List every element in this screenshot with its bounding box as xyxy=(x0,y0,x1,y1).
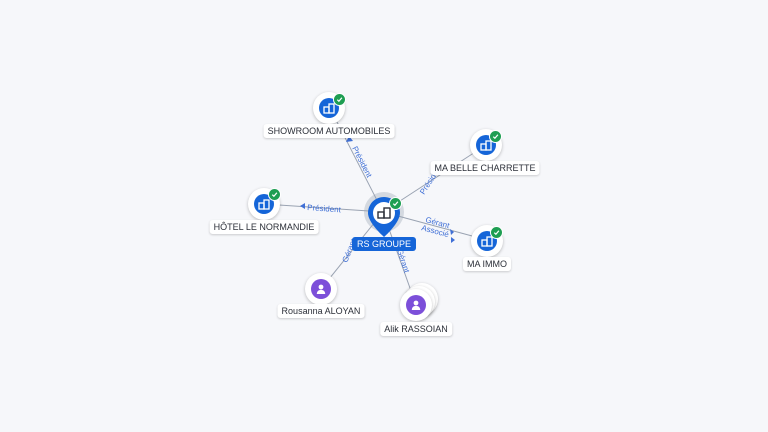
building-icon xyxy=(481,236,493,247)
edge-normandie xyxy=(263,203,384,213)
verified-check-icon xyxy=(489,130,502,143)
edge-immo xyxy=(382,211,488,241)
node-label[interactable]: Rousanna ALOYAN xyxy=(277,304,365,318)
verified-check-icon xyxy=(333,93,346,106)
verified-check-icon xyxy=(268,188,281,201)
edge-label-normandie: Président xyxy=(307,203,342,214)
arrow-immo-2 xyxy=(451,237,455,243)
node-label[interactable]: MA IMMO xyxy=(463,257,511,271)
building-icon xyxy=(480,140,492,151)
edge-label-alik: Gérant xyxy=(395,248,411,275)
node-label[interactable]: MA BELLE CHARRETTE xyxy=(430,161,540,175)
arrow-immo-1 xyxy=(450,229,454,235)
person-icon xyxy=(411,300,421,310)
center-node-label[interactable]: RS GROUPE xyxy=(351,237,417,251)
node-label[interactable]: Alik RASSOIAN xyxy=(380,322,452,336)
verified-check-icon xyxy=(389,197,402,210)
verified-check-icon xyxy=(490,226,503,239)
edge-label-showroom: Président xyxy=(350,145,374,180)
node-label[interactable]: HÔTEL LE NORMANDIE xyxy=(209,220,319,234)
building-icon xyxy=(258,199,270,210)
arrow-showroom xyxy=(346,136,353,142)
building-icon xyxy=(323,103,335,114)
node-bubble xyxy=(305,273,337,305)
node-bubble xyxy=(400,289,432,321)
node-label[interactable]: SHOWROOM AUTOMOBILES xyxy=(263,124,395,138)
arrow-normandie xyxy=(300,203,305,209)
node-bubble xyxy=(471,225,503,257)
person-icon xyxy=(316,284,326,294)
building-icon xyxy=(377,207,391,219)
